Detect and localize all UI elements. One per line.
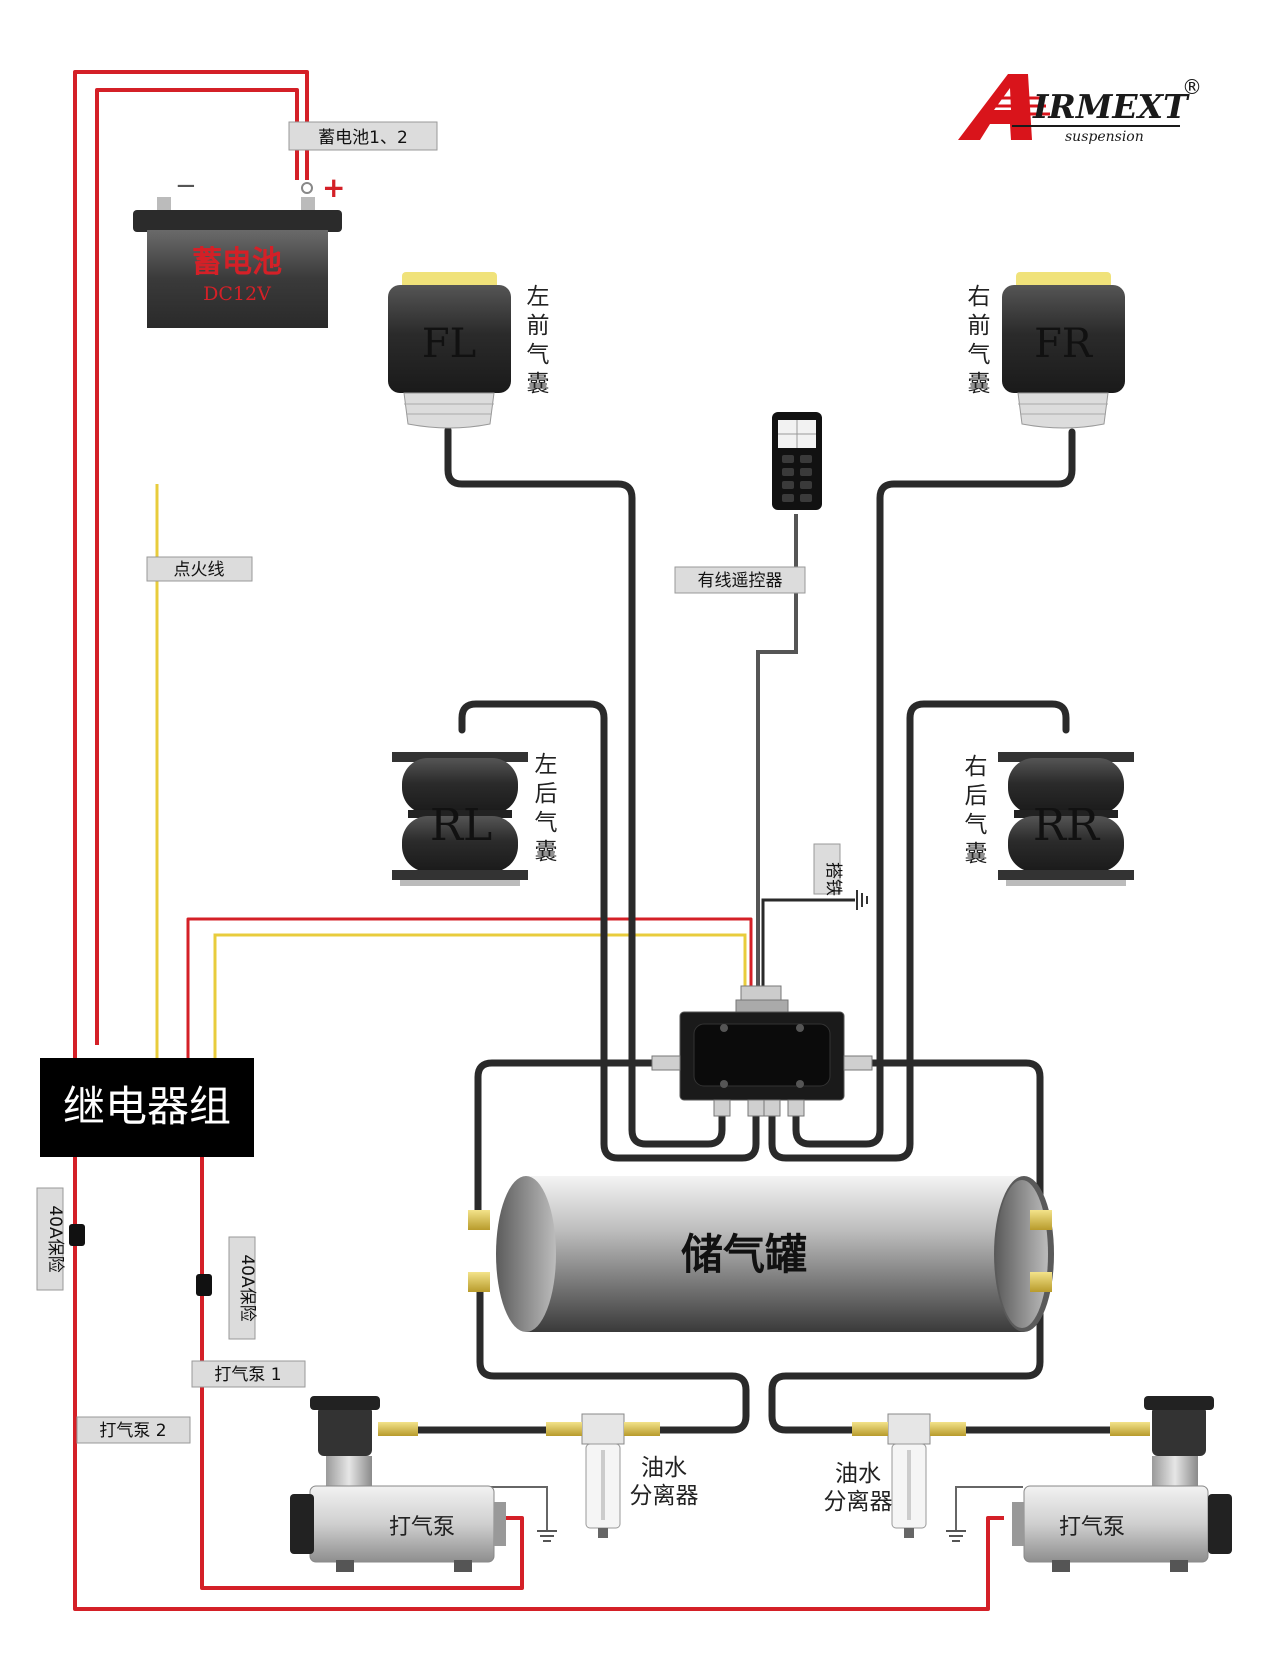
airbag-fr: FR [1002, 272, 1125, 429]
tank-fitting-icon [1030, 1210, 1052, 1230]
battery-label: 蓄电池 [192, 245, 282, 280]
ground-wire [761, 898, 855, 1000]
pump2-tag-text: 打气泵 2 [99, 1421, 166, 1441]
pump-right: 打气泵 [1012, 1396, 1232, 1572]
tank-fitting-icon [468, 1272, 490, 1292]
controller-power-wire [186, 917, 753, 1058]
water-separator-right [852, 1413, 966, 1538]
airbag-fl-label-4: 囊 [527, 371, 550, 397]
water-separator-right-label: 油水 分离器 [824, 1461, 893, 1515]
airbag-fr-label-1: 右 [968, 284, 991, 310]
airbag-fr-label-4: 囊 [968, 371, 991, 397]
fuse1-tag: 40A保险 [228, 1236, 257, 1340]
airbag-rr-label: 右 后 气 囊 [965, 754, 988, 867]
air-lines [410, 426, 1114, 1434]
ground-tag-text: 搭铁 [823, 862, 843, 896]
battery-terminal-icon [301, 182, 313, 194]
airbag-rl-label-2: 后 [535, 781, 558, 807]
airbag-fl-label-1: 左 [527, 284, 550, 310]
pump1-ground-wire [480, 1486, 548, 1530]
pump-right-label: 打气泵 [1059, 1515, 1125, 1540]
airbag-rr-label-2: 后 [965, 783, 988, 809]
air-line-tank-left [474, 1059, 664, 1224]
airbag-rr-label-4: 囊 [965, 841, 988, 867]
water-separator-left [546, 1413, 660, 1538]
relay-label: 继电器组 [63, 1082, 231, 1131]
airbag-rr-code: RR [1033, 800, 1101, 851]
ignition-tag-text: 点火线 [174, 560, 225, 580]
wired-remote-control [772, 412, 822, 510]
brand-logo: IRMEXT suspension ® [958, 74, 1202, 145]
logo-subtitle-text: suspension [1065, 129, 1144, 145]
battery: − + 蓄电池 DC12V [133, 171, 345, 328]
logo-a-mark [958, 74, 1032, 140]
air-line-rl [458, 700, 760, 1162]
logo-brand-text: IRMEXT [1032, 87, 1190, 126]
fuse1-tag-text: 40A保险 [237, 1254, 257, 1321]
airbag-fl-label-2: 前 [527, 313, 550, 339]
ignition-tag: 点火线 [146, 556, 253, 582]
ground-symbol-pump1 [537, 1530, 557, 1542]
air-line-fl [444, 426, 726, 1148]
pump1-feed-wire [200, 1150, 524, 1590]
ground-tag: 搭铁 [813, 843, 843, 896]
pump1-tag-text: 打气泵 1 [214, 1365, 281, 1385]
battery-minus-sign: − [175, 171, 197, 201]
airbag-rr-label-1: 右 [965, 754, 988, 780]
airbag-fl: FL [388, 272, 511, 429]
pump2-tag: 打气泵 2 [76, 1416, 191, 1444]
controller-ignition-wire [213, 933, 747, 1058]
airbag-fr-code: FR [1034, 321, 1094, 367]
fuse-holder-icon [196, 1274, 212, 1296]
pump1-tag: 打气泵 1 [191, 1360, 306, 1388]
tank-label: 储气罐 [681, 1230, 807, 1279]
tank-fitting-icon [1030, 1272, 1052, 1292]
airbag-rl-label: 左 后 气 囊 [535, 752, 558, 865]
battery-tag: 蓄电池1、2 [288, 121, 438, 151]
airbag-fl-label: 左 前 气 囊 [527, 284, 550, 397]
battery-tag-text: 蓄电池1、2 [318, 128, 408, 148]
battery-plus-sign: + [322, 171, 345, 204]
fuse2-tag-text: 40A保险 [45, 1205, 65, 1272]
battery-feed-wire-outer [73, 70, 1004, 1611]
airbag-fr-label-2: 前 [968, 313, 991, 339]
remote-tag: 有线遥控器 [674, 566, 806, 594]
pump-left: 打气泵 [290, 1396, 506, 1572]
pump-left-label: 打气泵 [389, 1515, 455, 1540]
fuse2-tag: 40A保险 [36, 1187, 65, 1291]
fuse-holder-icon [69, 1224, 85, 1246]
air-line-fr [792, 428, 1076, 1148]
air-line-rr [768, 700, 1070, 1162]
ground-symbol-pump2 [946, 1530, 966, 1542]
airbag-fl-code: FL [422, 321, 476, 367]
airbag-fr-label-3: 气 [968, 342, 991, 368]
air-line-pump1 [476, 1280, 750, 1434]
airbag-fl-label-3: 气 [527, 342, 550, 368]
separator-left-line1: 油水 [641, 1455, 687, 1481]
air-line-tank-right [862, 1059, 1044, 1224]
remote-tag-text: 有线遥控器 [698, 571, 783, 591]
airbag-rl-label-4: 囊 [535, 839, 558, 865]
battery-voltage: DC12V [203, 283, 271, 305]
relay-group: 继电器组 [40, 1058, 254, 1157]
valve-controller [651, 985, 873, 1117]
airbag-fr-label: 右 前 气 囊 [968, 284, 991, 397]
water-separator-left-label: 油水 分离器 [630, 1455, 699, 1509]
separator-right-line1: 油水 [835, 1461, 881, 1487]
air-line-pump2 [768, 1280, 1044, 1434]
airbag-rl-label-1: 左 [535, 752, 558, 778]
tank-fitting-icon [468, 1210, 490, 1230]
pump2-ground-wire [955, 1486, 1023, 1530]
separator-left-line2: 分离器 [630, 1483, 699, 1509]
airbag-rl-code: RL [430, 800, 492, 851]
registered-mark: ® [1182, 75, 1202, 99]
airbag-rr-label-3: 气 [965, 812, 988, 838]
airbag-rr: RR [998, 752, 1134, 886]
airbag-rl-label-3: 气 [535, 810, 558, 836]
air-tank: 储气罐 [468, 1176, 1054, 1332]
airbag-rl: RL [392, 752, 528, 886]
separator-right-line2: 分离器 [824, 1489, 893, 1515]
ground-symbol-controller [856, 890, 868, 910]
